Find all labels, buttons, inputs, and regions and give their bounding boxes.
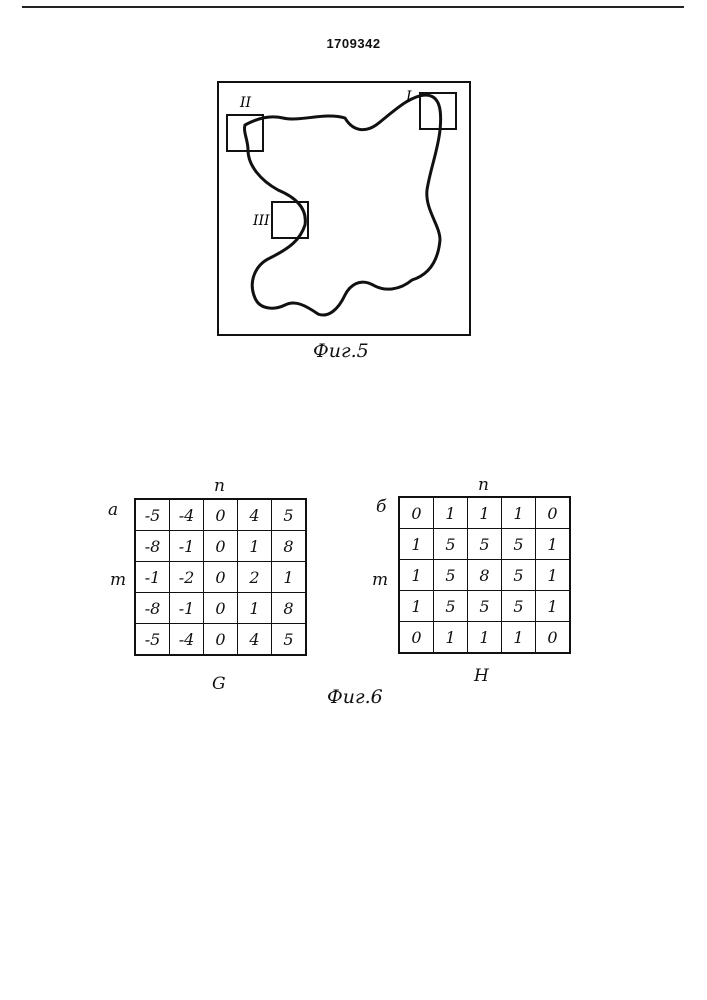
table-cell: -4 <box>170 499 204 531</box>
fig5-contour-curve <box>245 95 441 315</box>
table-b-top-label: n <box>478 475 489 495</box>
table-cell: 8 <box>272 531 307 562</box>
table-a: -5-4045-8-1018-1-2021-8-1018-5-4045 <box>134 498 307 656</box>
table-cell: 5 <box>468 529 502 560</box>
table-cell: 5 <box>434 591 468 622</box>
table-b-side-label: m <box>372 570 388 590</box>
table-row: 15551 <box>399 591 570 622</box>
region-label-I: I <box>405 89 412 105</box>
table-cell: 4 <box>238 499 272 531</box>
table-row: 01110 <box>399 497 570 529</box>
table-cell: 1 <box>272 562 307 593</box>
table-cell: 0 <box>204 562 238 593</box>
table-cell: 0 <box>536 622 571 654</box>
table-cell: -8 <box>135 531 170 562</box>
table-row: -8-1018 <box>135 531 306 562</box>
table-a-label: а <box>108 500 118 520</box>
table-cell: 1 <box>238 593 272 624</box>
table-row: -8-1018 <box>135 593 306 624</box>
table-cell: 5 <box>502 591 536 622</box>
table-cell: 0 <box>399 497 434 529</box>
table-cell: 5 <box>434 560 468 591</box>
table-row: 15551 <box>399 529 570 560</box>
table-cell: 1 <box>238 531 272 562</box>
table-cell: 0 <box>204 499 238 531</box>
table-cell: 8 <box>468 560 502 591</box>
table-cell: 1 <box>536 560 571 591</box>
fig6-caption: Фиг.6 <box>327 686 383 708</box>
region-label-II: II <box>239 95 252 111</box>
table-cell: 1 <box>502 622 536 654</box>
table-cell: 5 <box>272 499 307 531</box>
table-cell: 0 <box>536 497 571 529</box>
table-cell: 5 <box>468 591 502 622</box>
table-cell: -8 <box>135 593 170 624</box>
table-cell: 5 <box>502 529 536 560</box>
table-row: -5-4045 <box>135 624 306 656</box>
table-b-label: б <box>376 497 386 517</box>
table-cell: 0 <box>204 531 238 562</box>
table-cell: 1 <box>536 591 571 622</box>
table-cell: -2 <box>170 562 204 593</box>
table-a-bottom-label: G <box>212 674 226 694</box>
table-cell: 1 <box>399 560 434 591</box>
table-cell: 5 <box>272 624 307 656</box>
table-cell: -5 <box>135 624 170 656</box>
table-cell: 5 <box>434 529 468 560</box>
table-cell: -5 <box>135 499 170 531</box>
table-a-side-label: m <box>110 570 126 590</box>
table-cell: -1 <box>135 562 170 593</box>
table-row: 15851 <box>399 560 570 591</box>
table-cell: 0 <box>399 622 434 654</box>
table-cell: 8 <box>272 593 307 624</box>
fig5-caption: Фиг.5 <box>313 340 369 362</box>
table-row: 01110 <box>399 622 570 654</box>
region-label-III: III <box>252 213 270 229</box>
table-cell: 1 <box>468 622 502 654</box>
table-cell: 4 <box>238 624 272 656</box>
table-cell: 1 <box>399 529 434 560</box>
table-b: 0111015551158511555101110 <box>398 496 571 654</box>
table-cell: 1 <box>434 622 468 654</box>
table-cell: 0 <box>204 593 238 624</box>
table-cell: -4 <box>170 624 204 656</box>
table-cell: 2 <box>238 562 272 593</box>
table-row: -1-2021 <box>135 562 306 593</box>
table-a-top-label: n <box>214 476 225 496</box>
region-box-I <box>420 93 456 129</box>
table-cell: 1 <box>399 591 434 622</box>
table-cell: 1 <box>502 497 536 529</box>
table-cell: 1 <box>434 497 468 529</box>
table-cell: 0 <box>204 624 238 656</box>
table-row: -5-4045 <box>135 499 306 531</box>
table-b-bottom-label: H <box>474 666 489 686</box>
table-cell: 5 <box>502 560 536 591</box>
table-cell: 1 <box>536 529 571 560</box>
table-cell: -1 <box>170 531 204 562</box>
table-cell: 1 <box>468 497 502 529</box>
table-cell: -1 <box>170 593 204 624</box>
